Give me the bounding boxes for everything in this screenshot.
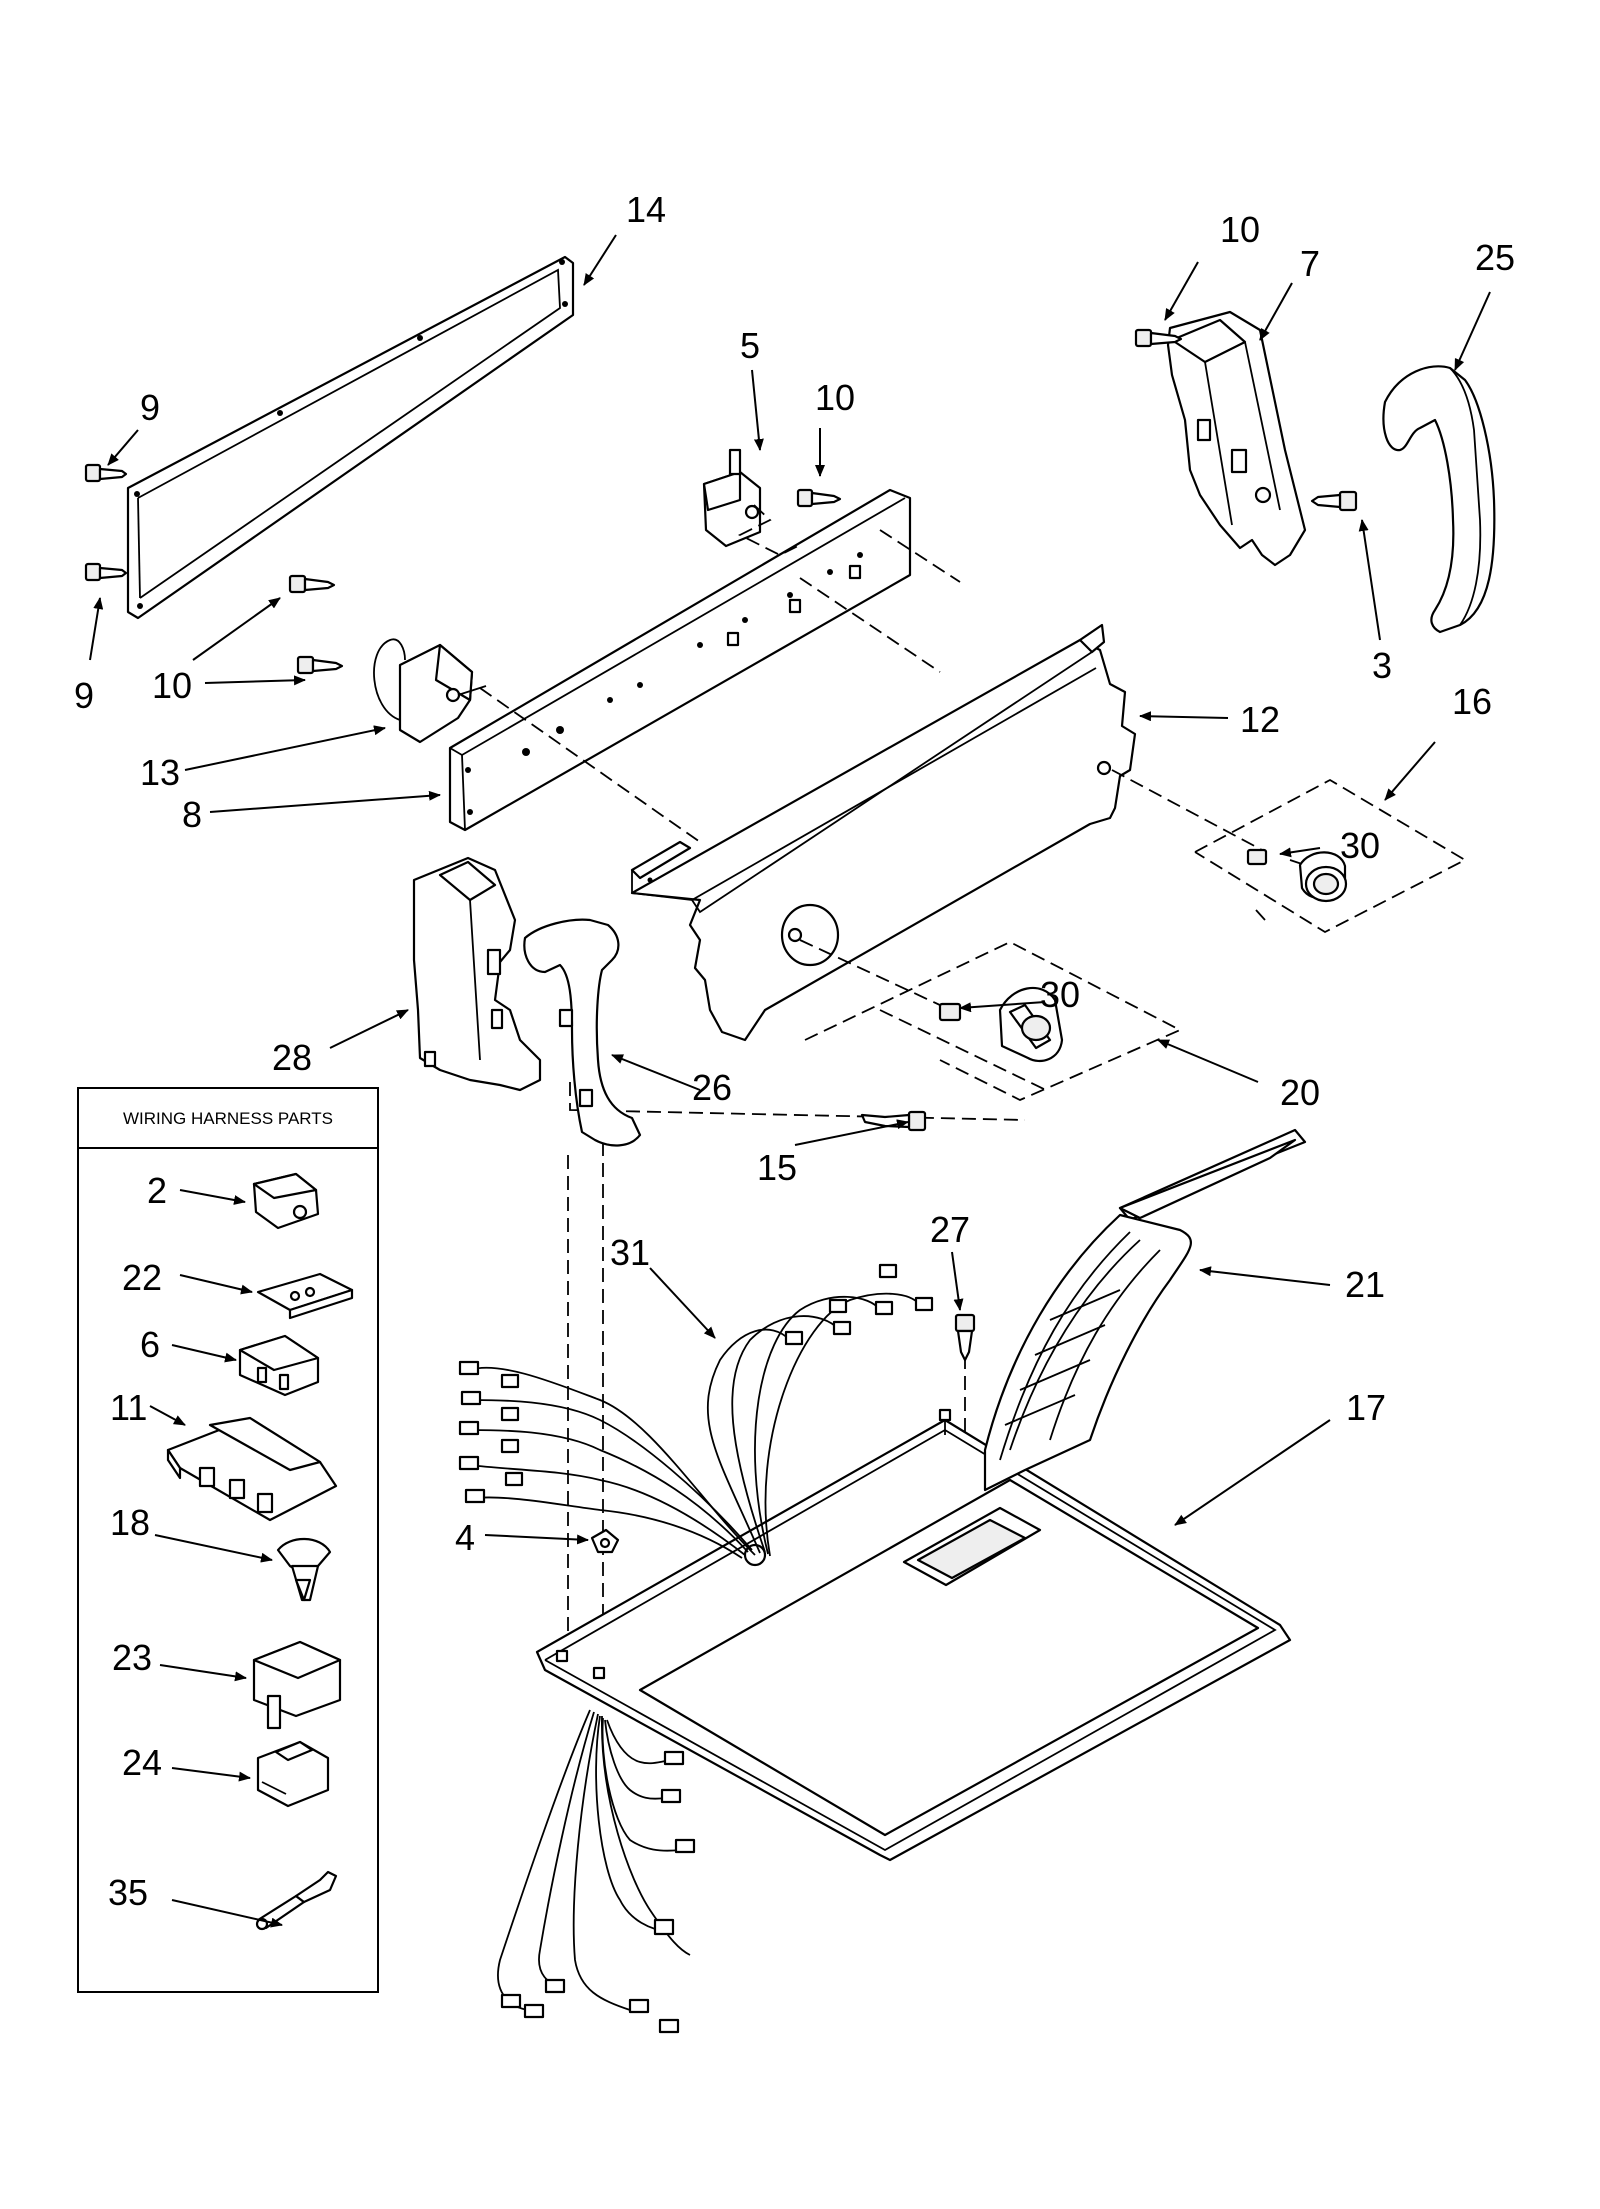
callout-10-middle: 10 [815,377,855,418]
legend-title: WIRING HARNESS PARTS [123,1109,333,1128]
callout-2: 2 [147,1170,167,1211]
connector-2-part [252,1172,320,1230]
callout-17: 17 [1346,1387,1386,1428]
callout-13: 13 [140,752,180,793]
callout-5: 5 [740,325,760,366]
callout-6: 6 [140,1324,160,1365]
screw-3-part [1310,490,1358,512]
lint-screen-part [983,1128,1307,1492]
callout-14: 14 [626,189,666,230]
connector-24-part [256,1740,330,1808]
left-end-cap-part [412,856,542,1092]
callout-35: 35 [108,1872,148,1913]
callout-labels: 14 9 9 10 13 8 5 10 10 7 25 3 12 16 30 3… [74,189,1515,1913]
timer-knob-part [938,986,1064,1063]
callout-30-right: 30 [1340,825,1380,866]
screw-10-left-upper-part [288,574,336,594]
callout-4: 4 [455,1517,475,1558]
callout-15: 15 [757,1147,797,1188]
dryer-top-part [535,1408,1292,1862]
right-end-cap-part [1166,310,1307,567]
screw-10-left-lower-part [296,655,344,675]
callout-25: 25 [1475,237,1515,278]
callout-22: 22 [122,1257,162,1298]
callout-10-right: 10 [1220,209,1260,250]
callout-10-left: 10 [152,665,192,706]
callout-18: 18 [110,1502,150,1543]
screw-10-middle-part [796,488,842,508]
wire-harness-lower-part [497,1709,696,2034]
left-end-cap-trim-part [523,918,642,1147]
wire-harness-upper-part [458,1263,934,1559]
leader-lines [89,234,1491,1928]
connector-6-part [238,1334,320,1397]
screw-9-upper-part [84,463,128,483]
callout-12: 12 [1240,699,1280,740]
connector-23-part [252,1640,342,1730]
screw-27-part [954,1313,976,1362]
clip-4-part [590,1528,620,1554]
right-end-cap-trim-part [1382,365,1496,634]
callout-21: 21 [1345,1264,1385,1305]
callout-30-center: 30 [1040,974,1080,1015]
callout-26: 26 [692,1067,732,1108]
control-panel-bracket-part [448,488,912,832]
connector-22-part [256,1272,354,1320]
callout-27: 27 [930,1209,970,1250]
callout-7: 7 [1300,243,1320,284]
callout-9-upper: 9 [140,387,160,428]
callout-9-lower: 9 [74,675,94,716]
rear-panel-part [126,255,575,620]
callout-8: 8 [182,794,202,835]
callout-20: 20 [1280,1072,1320,1113]
console-part [630,623,1137,1042]
callout-28: 28 [272,1037,312,1078]
callout-11: 11 [110,1387,147,1428]
screw-9-lower-part [84,562,128,582]
callout-31: 31 [610,1232,650,1273]
callout-24: 24 [122,1742,162,1783]
callout-23: 23 [112,1637,152,1678]
screw-15-part [860,1110,927,1132]
screw-10-right-part [1134,328,1183,348]
connector-11-part [166,1416,338,1522]
selector-switch-part [373,638,487,744]
wiring-harness-legend: WIRING HARNESS PARTS [77,1087,379,1993]
callout-16: 16 [1452,681,1492,722]
callout-3: 3 [1372,645,1392,686]
connector-18-part [276,1537,332,1602]
terminal-35-part [255,1870,338,1931]
push-to-start-knob-part [1246,848,1348,921]
cycling-switch-part [702,448,762,548]
